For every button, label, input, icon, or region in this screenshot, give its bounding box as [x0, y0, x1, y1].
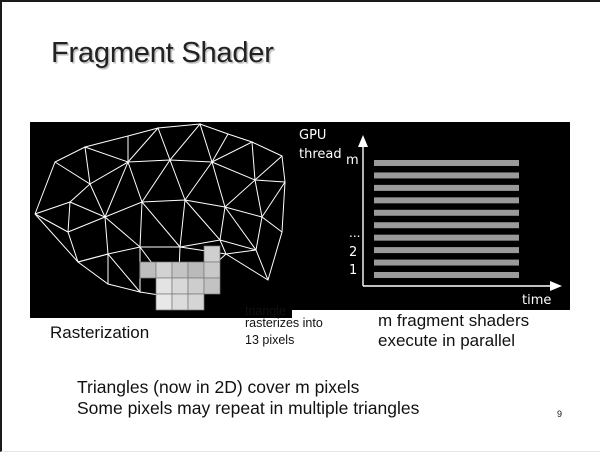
pixel-count-note-line1: rasterizes into	[245, 316, 323, 330]
mesh-figure	[30, 122, 292, 318]
thread-bar	[374, 184, 519, 191]
parallel-caption: m fragment shaders execute in parallel	[378, 311, 588, 351]
mesh-image	[34, 122, 286, 311]
thread-bar	[374, 259, 519, 266]
rasterization-caption: Rasterization	[50, 323, 150, 342]
pixel-count-note: triangle rasterizes into 13 pixels	[245, 304, 365, 348]
slide-title: Fragment Shader	[51, 37, 274, 69]
parallel-caption-line1: m fragment shaders	[378, 311, 530, 330]
body-line-1: Triangles (now in 2D) cover m pixels	[77, 377, 360, 397]
thread-label-m: m	[346, 153, 359, 168]
pixel-grid	[139, 245, 221, 311]
body-line-2: Some pixels may repeat in multiple trian…	[77, 398, 420, 418]
pixel-count-note-overlapped-word: triangle	[245, 304, 286, 318]
parallel-caption-line2: execute in parallel	[378, 331, 516, 350]
thread-label-ellipsis: ...	[349, 226, 360, 240]
body-text: Triangles (now in 2D) cover m pixels Som…	[77, 377, 419, 419]
x-axis-label-time: time	[522, 293, 551, 308]
triangle-mesh	[34, 122, 286, 300]
thread-bars	[374, 160, 519, 278]
threads-timeline: GPU thread m ... 2 1 time	[299, 128, 562, 308]
thread-bar	[374, 172, 519, 179]
thread-bar	[374, 209, 519, 216]
thread-bar	[374, 197, 519, 204]
thread-bar	[374, 272, 519, 278]
thread-bar	[374, 247, 519, 254]
thread-bar	[374, 222, 519, 229]
thread-bar	[374, 160, 519, 166]
thread-label-1: 1	[349, 263, 357, 278]
y-axis-label-gpu: GPU	[299, 128, 326, 143]
y-axis-arrowhead	[358, 135, 368, 147]
pixel-count-note-line2: 13 pixels	[245, 332, 295, 347]
x-axis-arrowhead	[550, 281, 562, 291]
page-number: 9	[557, 409, 563, 419]
thread-label-2: 2	[349, 245, 357, 260]
thread-bar	[374, 234, 519, 241]
y-axis-label-thread: thread	[299, 147, 342, 162]
parallel-threads-figure: GPU thread m ... 2 1 time	[290, 122, 570, 310]
